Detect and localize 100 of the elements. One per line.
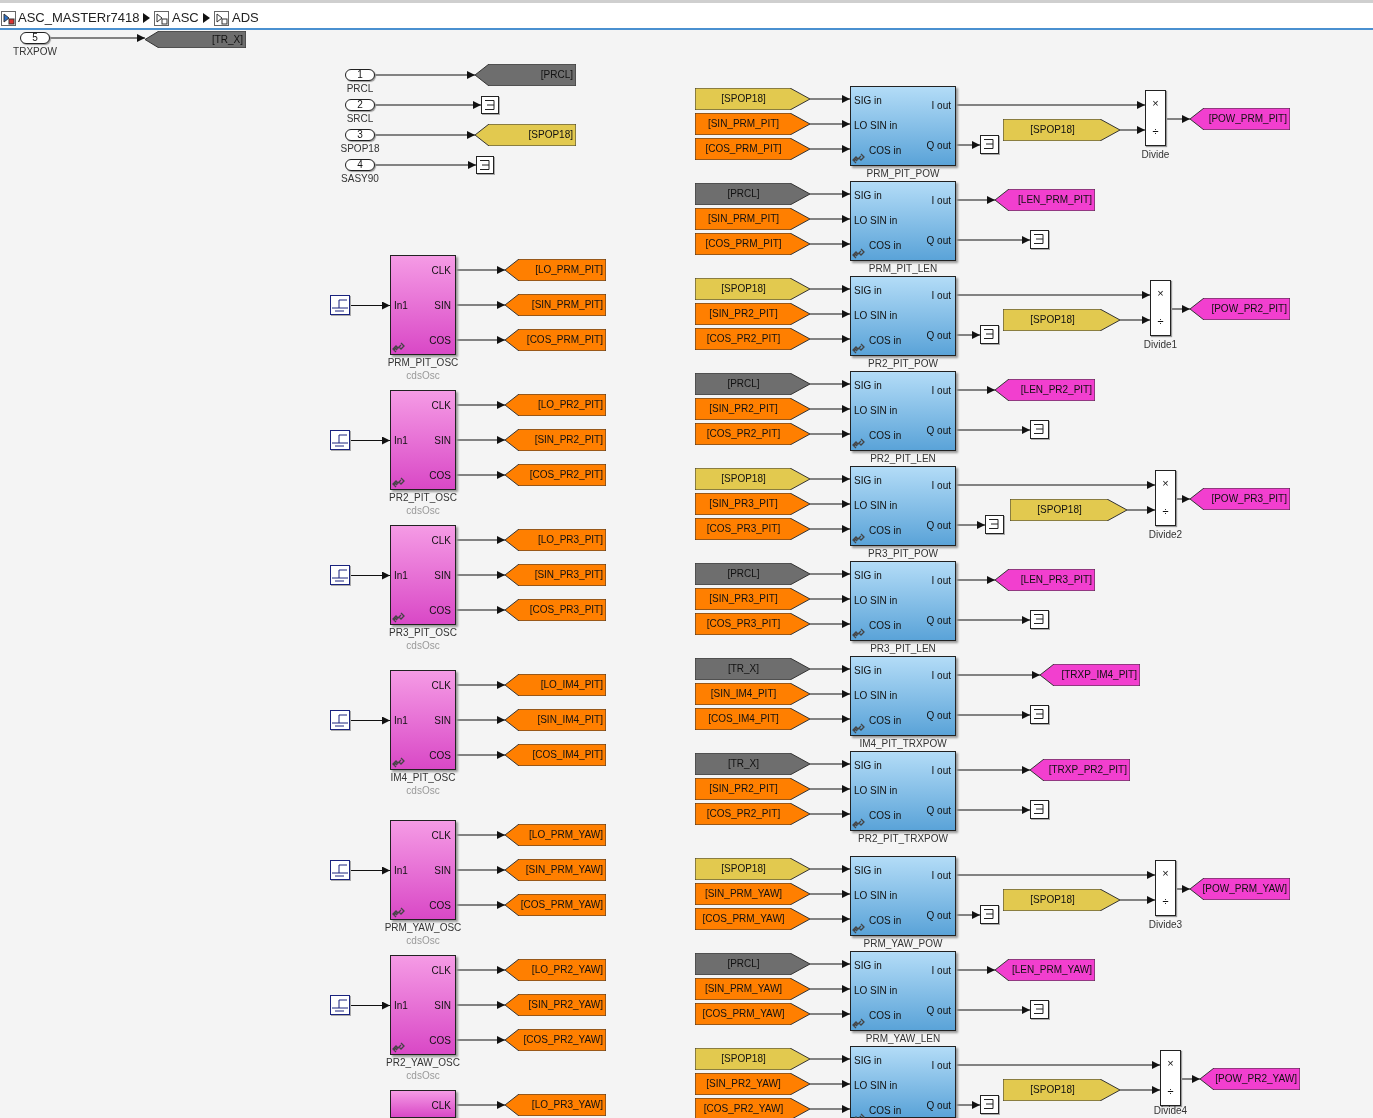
block-name: PRM_PIT_POW [865, 168, 941, 180]
goto-tag [505, 709, 606, 731]
signal-arrow [955, 481, 1156, 489]
tag-label: [PRCL] [726, 958, 761, 970]
divide-block [1155, 470, 1176, 526]
terminator-icon [476, 156, 495, 175]
tag-label: [SIN_PR2_PIT] [708, 308, 779, 320]
signal-arrow [455, 866, 506, 874]
signal-arrow [455, 1001, 506, 1009]
operator-sign: ÷ [1151, 125, 1160, 137]
from-tag [695, 138, 810, 160]
goto-tag [995, 379, 1095, 401]
terminator-icon [985, 515, 1005, 535]
port-label: I out [931, 1060, 951, 1072]
tag-label: [SPOP18] [1029, 1084, 1076, 1096]
signal-arrow [455, 301, 506, 309]
signal-arrow [955, 711, 1031, 719]
subsystem-block [390, 525, 456, 625]
subsystem-block [390, 1090, 456, 1118]
port-label: COS in [869, 1105, 902, 1117]
signal-source-icon [330, 430, 351, 451]
signal-arrow [455, 681, 506, 689]
tag-label: [COS_PRM_YAW] [701, 1008, 786, 1020]
breadcrumb-label: ASC [172, 10, 199, 25]
tag-label: [SPOP18] [528, 129, 573, 141]
signal-arrow [809, 285, 851, 293]
from-tag [695, 588, 810, 610]
signal-arrow [809, 215, 851, 223]
goto-tag [505, 894, 606, 916]
port-label: SIG in [854, 865, 882, 877]
tag-label: [SIN_PR2_YAW] [528, 999, 603, 1011]
signal-arrow [455, 571, 506, 579]
from-tag [695, 1098, 810, 1118]
from-tag [695, 423, 810, 445]
port-label: I out [931, 670, 951, 682]
signal-arrow [455, 901, 506, 909]
signal-arrow [1165, 115, 1191, 123]
subsystem-block [850, 951, 956, 1031]
port-label: I out [931, 480, 951, 492]
port-label: COS [429, 335, 451, 347]
tag-label: [TR_X] [726, 758, 761, 770]
from-tag [695, 398, 810, 420]
port-label: I out [931, 575, 951, 587]
from-tag [695, 778, 810, 800]
signal-arrow [955, 616, 1031, 624]
from-tag [695, 278, 810, 300]
signal-arrow [809, 190, 851, 198]
port-label: COS [429, 900, 451, 912]
port-label: SIN [434, 1000, 451, 1012]
tag-label: [COS_PRM_YAW] [701, 913, 786, 925]
from-tag [695, 233, 810, 255]
signal-arrow [374, 71, 476, 79]
signal-arrow [955, 1061, 1161, 1069]
terminator-icon [980, 135, 1000, 155]
goto-tag [505, 564, 606, 586]
signal-arrow [455, 1036, 506, 1044]
tag-label: [COS_PRM_YAW] [520, 899, 603, 911]
signal-arrow [1119, 126, 1146, 134]
from-tag [695, 683, 810, 705]
tag-label: [LEN_PRM_YAW] [1011, 964, 1092, 976]
port-number: 3 [356, 129, 364, 141]
block-name: SASY90 [340, 173, 380, 185]
terminator-icon [1030, 230, 1050, 250]
tag-label: [SIN_PR3_PIT] [708, 498, 779, 510]
port-label: SIG in [854, 190, 882, 202]
port-number: 2 [356, 99, 364, 111]
block-name: PR3_PIT_OSC [388, 627, 458, 639]
port-label: LO SIN in [854, 785, 898, 797]
tag-label: [SPOP18] [720, 283, 767, 295]
signal-arrow [1170, 305, 1191, 313]
signal-arrow [809, 865, 851, 873]
tag-label: [SIN_PRM_PIT] [531, 299, 603, 311]
port-label: CLK [431, 1100, 451, 1112]
signal-arrow [809, 380, 851, 388]
inport-block [20, 32, 50, 44]
signal-arrow [455, 536, 506, 544]
signal-arrow [455, 471, 506, 479]
signal-arrow [809, 145, 851, 153]
signal-arrow [350, 1001, 391, 1010]
tag-label: [SPOP18] [720, 93, 767, 105]
signal-arrow [809, 810, 851, 818]
tag-label: [SIN_PR2_YAW] [705, 1078, 782, 1090]
tag-label: [COS_PR3_PIT] [705, 618, 782, 630]
tag-label: [LEN_PR3_PIT] [1020, 574, 1092, 586]
subsystem-block [850, 276, 956, 356]
tag-label: [LO_PRM_PIT] [535, 264, 603, 276]
tag-label: [COS_PRM_PIT] [704, 238, 783, 250]
port-label: In1 [394, 435, 408, 447]
port-label: COS [429, 470, 451, 482]
operator-sign: × [1166, 1057, 1175, 1069]
signal-arrow [955, 291, 1151, 299]
goto-tag [1040, 664, 1140, 686]
block-name: SPOP18 [339, 143, 381, 155]
from-tag [1003, 309, 1120, 331]
tag-label: [SIN_PRM_PIT] [706, 213, 781, 225]
tag-label: [SIN_PR2_PIT] [708, 403, 779, 415]
inport-block [345, 129, 375, 141]
operator-sign: ÷ [1156, 315, 1165, 327]
signal-arrow [809, 1105, 851, 1113]
signal-arrow [955, 871, 1156, 879]
